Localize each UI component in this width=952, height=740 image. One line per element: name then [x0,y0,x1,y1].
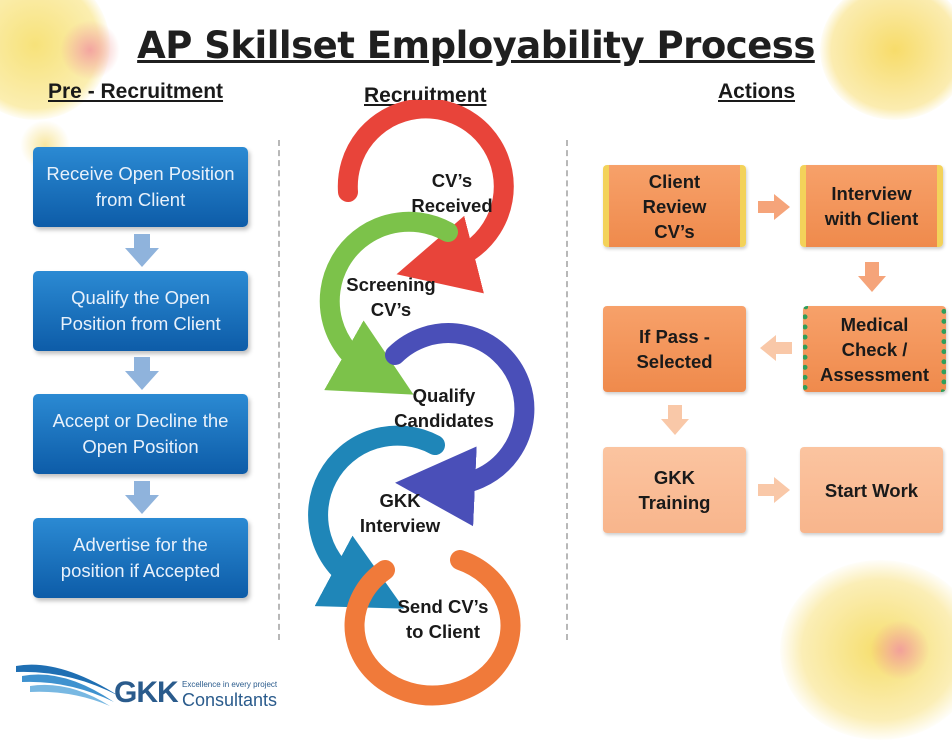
down-arrow-icon [858,262,886,292]
cycle-step-label: Qualify Candidates [394,385,494,431]
cycle-step-label: Send CV’s to Client [397,596,489,642]
action-client-review: Client Review CV’s [603,165,746,247]
pre-recruitment-step: Receive Open Position from Client [33,147,248,227]
gkk-logo: GKK Excellence in every project Consulta… [14,656,284,711]
logo-tagline: Excellence in every project [182,680,278,689]
column-header-recruitment: Recruitment [364,84,487,107]
down-arrow-icon [125,357,159,390]
action-start-work: Start Work [800,447,943,533]
column-divider [566,140,568,640]
right-arrow-icon [758,477,790,503]
page-title: AP Skillset Employability Process [137,24,815,67]
down-arrow-icon [661,405,689,435]
pre-recruitment-step: Accept or Decline the Open Position [33,394,248,474]
column-header-actions: Actions [718,80,796,103]
down-arrow-icon [125,481,159,514]
right-arrow-icon [758,194,790,220]
column-header-pre-recruitment: Pre - Recruitment [48,80,224,103]
background-bubble [820,0,952,120]
cycle-step-label: CV’s Received [411,170,493,216]
cycle-arrow-red [337,100,514,294]
background-bubble [60,20,120,80]
cycle-step-label: Screening CV’s [346,274,436,320]
swoosh-icon [16,664,119,706]
pre-recruitment-step: Qualify the Open Position from Client [33,271,248,351]
logo-name: Consultants [182,690,278,710]
action-gkk-training: GKK Training [603,447,746,533]
cycle-arrow-teal [308,425,445,609]
down-arrow-icon [125,234,159,267]
column-divider [278,140,280,640]
logo-brand: GKK [114,676,179,709]
action-interview-with-client: Interview with Client [800,165,943,247]
cycle-arrow-green [319,211,458,395]
action-medical-check: Medical Check / Assessment [803,306,946,392]
recruitment-cycle-graphic [308,100,535,706]
background-bubble [870,620,930,680]
action-if-pass-selected: If Pass - Selected [603,306,746,392]
cycle-step-label: GKK Interview [359,490,441,536]
pre-recruitment-step: Advertise for the position if Accepted [33,518,248,598]
left-arrow-icon [760,335,792,361]
cycle-arrow-orange [344,550,521,706]
cycle-arrow-blue [385,323,535,527]
